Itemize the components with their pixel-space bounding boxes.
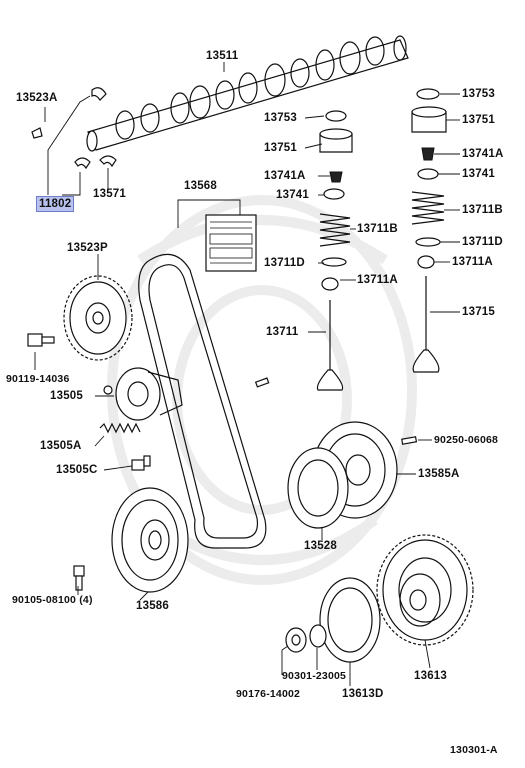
bolt-90119 <box>27 333 55 347</box>
label-13751-left: 13751 <box>264 142 297 154</box>
diagram-reference-code: 130301-A <box>450 744 498 756</box>
label-13711D-left: 13711D <box>264 257 305 269</box>
label-13711B-left: 13711B <box>357 223 398 235</box>
label-13613D: 13613D <box>342 688 384 700</box>
label-13711D-right: 13711D <box>462 236 503 248</box>
label-13511: 13511 <box>206 50 239 62</box>
label-13741-right: 13741 <box>462 168 495 180</box>
belt-label-card <box>205 214 257 272</box>
label-13523A: 13523A <box>16 92 58 104</box>
label-13571: 13571 <box>93 188 126 200</box>
label-13753-left: 13753 <box>264 112 297 124</box>
label-13751-right: 13751 <box>462 114 495 126</box>
crank-pulley-13585A <box>287 421 398 529</box>
label-90301-23005: 90301-23005 <box>282 670 347 682</box>
bolt-90176 <box>285 627 307 653</box>
valve-train-right <box>411 88 447 373</box>
label-13741A-left: 13741A <box>264 170 306 182</box>
half-bearing-13523A <box>31 87 107 139</box>
label-90119-14036: 90119-14036 <box>6 373 70 385</box>
label-90176-14002: 90176-14002 <box>236 688 301 700</box>
label-13585A: 13585A <box>418 468 460 480</box>
label-13711A-left: 13711A <box>357 274 398 286</box>
label-13528: 13528 <box>304 540 337 552</box>
leader-lines <box>34 62 460 686</box>
timing-belt <box>138 253 267 549</box>
label-13715: 13715 <box>462 306 495 318</box>
washer-90301 <box>309 624 327 648</box>
label-13741A-right: 13741A <box>462 148 504 160</box>
stud-13505C <box>131 455 151 471</box>
valve-train-left <box>316 110 353 391</box>
crankshaft-pulley-13613 <box>376 534 474 646</box>
label-13741-left: 13741 <box>276 189 309 201</box>
camshaft-pulley <box>63 275 133 361</box>
pin <box>254 377 270 388</box>
camshaft <box>86 35 409 152</box>
thrust-washer-13571 <box>74 155 117 170</box>
label-13568: 13568 <box>184 180 217 192</box>
label-13505A: 13505A <box>40 440 82 452</box>
label-11802[interactable]: 11802 <box>36 196 75 212</box>
label-13505C: 13505C <box>56 464 98 476</box>
oil-seal-13613D <box>319 577 381 663</box>
label-90105-08100: 90105-08100 (4) <box>12 594 93 606</box>
label-13753-right: 13753 <box>462 88 495 100</box>
pin-90250 <box>401 436 418 445</box>
label-90250-06068: 90250-06068 <box>434 434 499 446</box>
label-13613: 13613 <box>414 670 447 682</box>
label-13586: 13586 <box>136 600 169 612</box>
label-13505: 13505 <box>50 390 83 402</box>
label-13711: 13711 <box>266 326 299 338</box>
crankshaft-timing-pulley-13586 <box>111 487 189 593</box>
bolt-90105 <box>73 565 85 591</box>
label-13711B-right: 13711B <box>462 204 503 216</box>
label-13711A-right: 13711A <box>452 256 493 268</box>
label-13523P: 13523P <box>67 242 108 254</box>
timing-belt-tensioner <box>103 367 183 421</box>
tension-spring <box>99 422 141 434</box>
